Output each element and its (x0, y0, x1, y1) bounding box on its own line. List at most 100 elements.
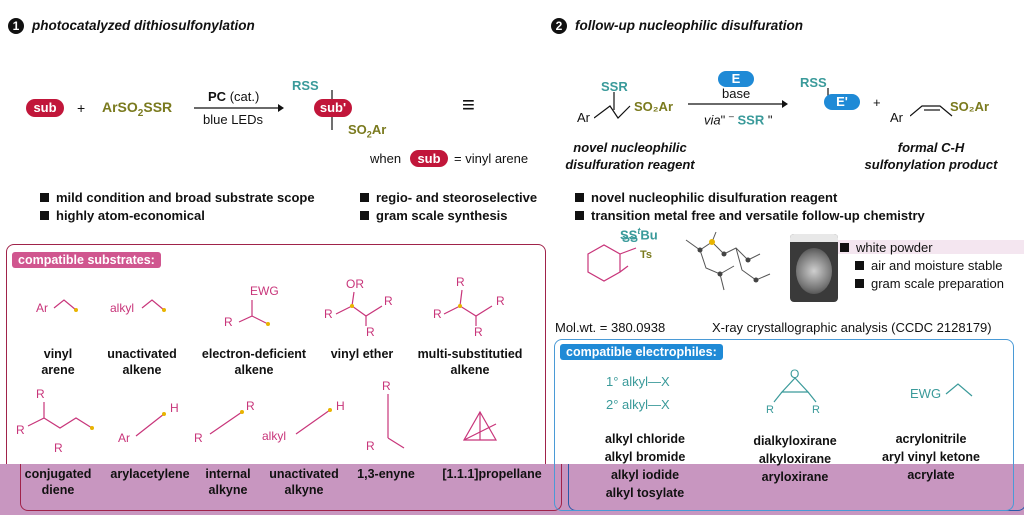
electrophiles-panel (554, 339, 1014, 511)
multi-substituted-structure: R R R R (433, 275, 505, 339)
reagent-bullet-3: gram scale preparation (855, 276, 1004, 291)
light-label: blue LEDs (203, 112, 263, 127)
feature-5: novel nucleophilic disulfuration reagent (575, 190, 837, 205)
sub-prime-badge: sub' (314, 99, 352, 117)
scheme2-e-prime-badge: E' (824, 94, 860, 110)
electrophile-secondary-alkyl: 2° alkyl—X (606, 397, 670, 412)
reaction-arrow-2 (688, 100, 788, 108)
scheme2-prod-rss: RSS (800, 75, 827, 90)
section1-title: photocatalyzed dithiosulfonylation (32, 18, 255, 33)
feature-1: mild condition and broad substrate scope (40, 190, 315, 205)
conjugated-diene-structure: R R R (16, 387, 94, 452)
reagent-molwt: Mol.wt. = 380.0938 (555, 320, 666, 335)
vinyl-ether-structure: OR R R R (324, 277, 393, 339)
propellane-structure (462, 410, 498, 441)
section2-number: 2 (551, 18, 567, 34)
substrates-panel-bottom (20, 464, 562, 511)
svg-text:R: R (766, 404, 774, 416)
svg-text:R: R (456, 275, 465, 289)
svg-text:Ar: Ar (118, 431, 130, 445)
bottom-band (0, 464, 1024, 515)
substrate-structures: Ar alkyl EWG R OR R R R R R R R (16, 275, 505, 452)
feature-3: regio- and steoroselective (360, 190, 537, 205)
ewg-vinyl-structure (945, 383, 973, 397)
svg-text:Ar: Ar (36, 301, 48, 315)
svg-text:R: R (366, 439, 375, 452)
product-rss: RSS (292, 78, 319, 93)
svg-text:alkyl: alkyl (262, 429, 286, 443)
svg-text:Ts: Ts (640, 249, 652, 261)
product-so2ar: SO2Ar (348, 122, 387, 140)
svg-text:R: R (382, 379, 391, 393)
svg-text:R: R (246, 399, 255, 413)
svg-text:R: R (324, 307, 333, 321)
feature-4: gram scale synthesis (360, 208, 508, 223)
sub-badge: sub (26, 99, 64, 117)
section1-number: 1 (8, 18, 24, 34)
reagent-bullet-2: air and moisture stable (855, 258, 1003, 273)
substrates-tag: compatible substrates: (12, 252, 161, 268)
scheme2-prod-ar: Ar (890, 110, 903, 125)
svg-text:R: R (16, 423, 25, 437)
svg-text:O: O (790, 367, 799, 381)
equivalence-sign: ≡ (462, 92, 475, 117)
scheme2-prod-so2ar: SO₂Ar (950, 99, 990, 114)
svg-text:R: R (384, 294, 393, 308)
substrate-label-propellane: [1.1.1]propellane (442, 467, 542, 481)
svg-text:R: R (54, 441, 63, 452)
svg-text:R: R (224, 315, 233, 329)
reagent-bullet-1: white powder (840, 240, 933, 255)
feature-6: transition metal free and versatile foll… (575, 208, 925, 223)
electrophile-primary-alkyl: 1° alkyl—X (606, 374, 670, 389)
scheme2-plus: + (873, 95, 881, 110)
svg-text:H: H (170, 401, 179, 415)
scheme2-so2ar: SO₂Ar (634, 99, 674, 114)
arylacetylene-structure: Ar H (118, 401, 179, 445)
scheme2-ssr: SSR (601, 79, 628, 94)
scheme2-base: base (722, 86, 751, 101)
when-tail: = vinyl arene (454, 151, 529, 166)
svg-text:R: R (496, 294, 505, 308)
reagent-structure: SS Ts (587, 236, 652, 282)
scheme2-ar: Ar (577, 110, 590, 125)
svg-text:R: R (36, 387, 45, 401)
pc-label: PC (cat.) (208, 89, 260, 104)
unactivated-alkene-structure: alkyl (110, 299, 166, 315)
svg-text:SS: SS (622, 236, 638, 245)
electrophiles-tag: compatible electrophiles: (560, 344, 723, 360)
svg-text:R: R (194, 431, 203, 445)
scheme2-reagent-skeleton (594, 92, 631, 119)
section2-title: follow-up nucleophilic disulfuration (575, 18, 803, 33)
when-label: when (370, 151, 402, 166)
when-sub-badge: sub (410, 150, 448, 167)
svg-text:H: H (336, 399, 345, 413)
svg-text:EWG: EWG (250, 284, 279, 298)
plus-sign: + (77, 100, 86, 116)
internal-alkyne-structure: R R (194, 399, 255, 445)
substrate-label-arylacetylene: arylacetylene (110, 467, 190, 481)
reagent-formula: ArSO2SSR (102, 99, 173, 119)
scheme2-via: via" – SSR " (704, 111, 773, 128)
svg-text:alkyl: alkyl (110, 301, 134, 315)
powder-photo (790, 234, 838, 302)
svg-text:OR: OR (346, 277, 364, 291)
svg-text:R: R (366, 325, 375, 339)
scheme2-vinyl-skeleton (910, 105, 953, 117)
unactivated-alkyne-structure: alkyl H (262, 399, 345, 443)
substrate-label-enyne: 1,3-enyne (357, 467, 415, 481)
reagent-bullet-band (838, 240, 1024, 254)
enyne-structure: R R (366, 379, 405, 452)
electrophile-ewg: EWG (910, 386, 942, 401)
xray-structure (685, 231, 771, 291)
vinyl-arene-structure: Ar (36, 299, 78, 315)
svg-text:R: R (433, 307, 442, 321)
